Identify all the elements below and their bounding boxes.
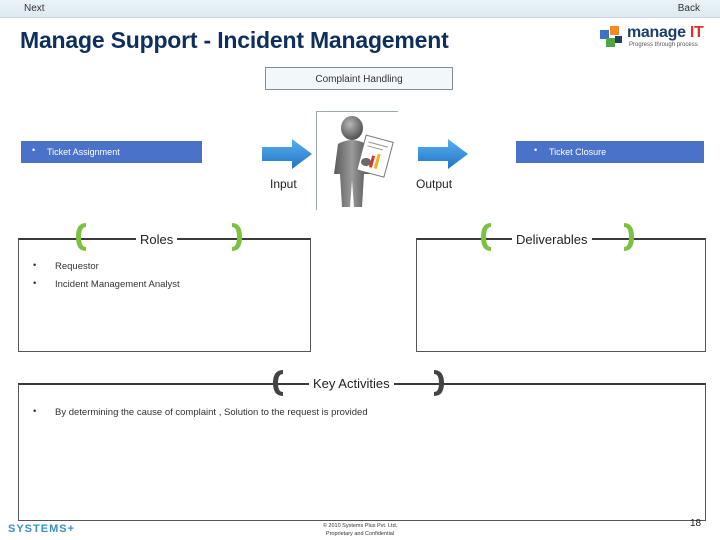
right-bracket-icon xyxy=(624,223,634,251)
logo-tagline: Progress through process xyxy=(629,42,698,48)
systems-plus-brand: SYSTEMS+ xyxy=(8,523,75,535)
key-activities-heading: Key Activities xyxy=(309,376,394,391)
next-link[interactable]: Next xyxy=(24,3,45,14)
process-title-box: Complaint Handling xyxy=(265,67,453,90)
left-bracket-icon xyxy=(76,223,86,251)
left-bracket-icon xyxy=(273,370,283,396)
bullet: • xyxy=(32,145,36,155)
input-process-label: Ticket Assignment xyxy=(47,147,120,157)
manage-it-logo: manage IT Progress through process xyxy=(598,24,710,54)
cubes-logo-icon xyxy=(600,26,622,47)
output-arrow-icon xyxy=(418,139,468,169)
left-bracket-icon xyxy=(481,223,491,251)
right-bracket-icon xyxy=(434,370,444,396)
page-number: 18 xyxy=(690,518,702,529)
roles-panel xyxy=(18,238,311,352)
output-process-bar: • Ticket Closure xyxy=(516,141,704,163)
back-link[interactable]: Back xyxy=(677,3,700,14)
bullet: • xyxy=(534,145,538,155)
input-label: Input xyxy=(270,177,297,191)
deliverables-heading: Deliverables xyxy=(512,232,592,247)
right-bracket-icon xyxy=(232,223,242,251)
logo-wordmark: manage IT xyxy=(627,24,704,41)
person-with-report-icon xyxy=(334,116,394,207)
roles-heading: Roles xyxy=(136,232,178,247)
copyright-text: © 2010 Systems Plus Pvt. Ltd. Proprietar… xyxy=(322,523,398,537)
key-activities-panel xyxy=(18,383,706,521)
top-nav-bar: Next Back xyxy=(0,0,720,18)
input-arrow-icon xyxy=(262,139,312,169)
deliverables-panel xyxy=(416,238,706,352)
output-label: Output xyxy=(416,177,453,191)
page-title: Manage Support - Incident Management xyxy=(20,27,449,53)
output-process-label: Ticket Closure xyxy=(549,147,607,157)
figure-frame xyxy=(316,111,398,210)
input-process-bar: • Ticket Assignment xyxy=(21,141,202,163)
